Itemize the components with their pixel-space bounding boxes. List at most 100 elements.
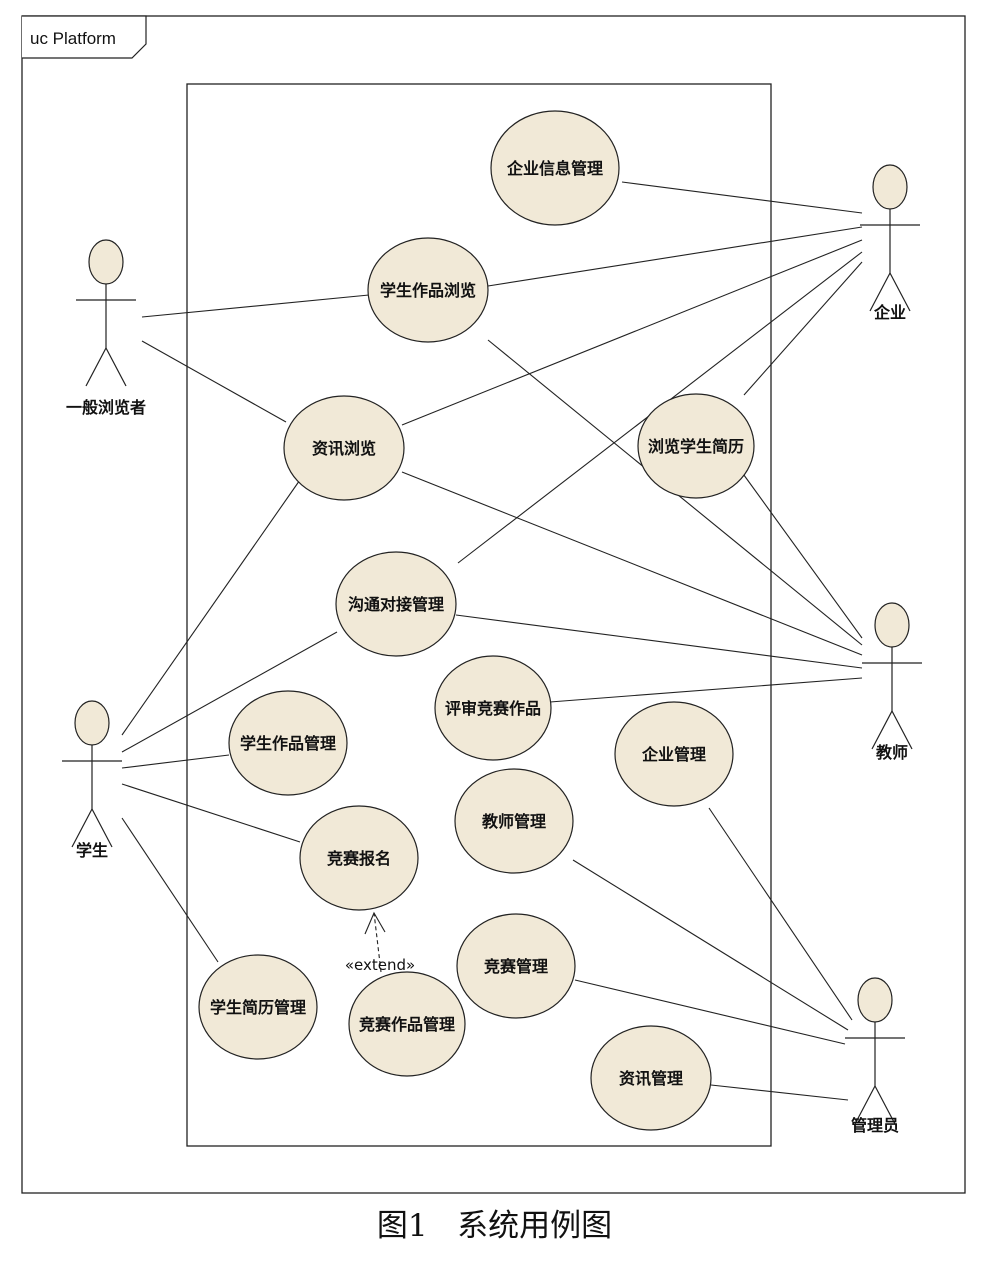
association-enterprise-uc3 [401, 239, 863, 426]
use-case-ellipse [335, 551, 457, 657]
association-admin-uc9 [572, 859, 849, 1031]
use-case-uc2[interactable]: 学生作品浏览 [367, 237, 489, 343]
actor-right-leg [874, 1085, 896, 1125]
use-case-label: 竞赛作品管理 [359, 1015, 455, 1034]
use-case-label: 学生作品管理 [240, 734, 336, 753]
use-case-label: 评审竞赛作品 [445, 699, 541, 718]
actor-teacher[interactable]: 教师 [862, 602, 922, 762]
association-student-uc10 [121, 783, 301, 843]
frame-title-tab [22, 15, 147, 59]
use-case-label: 教师管理 [482, 812, 546, 831]
association-admin-uc14 [710, 1084, 849, 1101]
extend-arrowhead [364, 911, 386, 935]
actor-right-leg [105, 347, 127, 387]
actor-right-leg [889, 272, 911, 312]
use-case-uc4[interactable]: 浏览学生简历 [637, 393, 755, 499]
use-case-label: 资讯浏览 [312, 439, 376, 458]
use-case-uc7[interactable]: 学生作品管理 [228, 690, 348, 796]
figure-title: 系统用例图 [457, 1208, 613, 1244]
use-case-label: 竞赛报名 [327, 849, 391, 868]
actor-label: 管理员 [851, 1116, 899, 1135]
use-case-label: 企业信息管理 [506, 159, 603, 178]
use-case-ellipse [283, 395, 405, 501]
extend-stereotype: «extend» [345, 956, 415, 974]
use-case-label: 学生简历管理 [210, 998, 306, 1017]
use-case-ellipse [454, 768, 574, 874]
association-enterprise-uc1 [621, 181, 863, 214]
association-enterprise-uc2 [487, 226, 863, 287]
actor-right-leg [891, 710, 913, 750]
extend-dependency-line [373, 912, 382, 973]
association-teacher-uc6 [549, 677, 863, 703]
use-case-uc11[interactable]: 竞赛管理 [456, 913, 576, 1019]
actor-left-leg [871, 710, 893, 750]
association-student-uc3 [121, 476, 303, 736]
use-case-label: 沟通对接管理 [348, 595, 444, 614]
extend-layer: «extend» [345, 911, 415, 974]
association-layer [121, 181, 863, 1101]
use-case-uc5[interactable]: 沟通对接管理 [335, 551, 457, 657]
association-student-uc7 [121, 754, 230, 769]
association-teacher-uc4 [740, 470, 863, 639]
actor-left-leg [71, 808, 93, 848]
association-student-uc12 [121, 817, 219, 963]
use-case-uc9[interactable]: 教师管理 [454, 768, 574, 874]
use-case-ellipse [348, 971, 466, 1077]
actor-left-leg [869, 272, 891, 312]
association-admin-uc8 [708, 807, 853, 1021]
use-case-uc13[interactable]: 竞赛作品管理 [348, 971, 466, 1077]
actor-browser[interactable]: 一般浏览者 [66, 239, 146, 417]
use-case-label: 资讯管理 [619, 1069, 683, 1088]
diagram-frame [21, 15, 966, 1194]
use-case-ellipse [614, 701, 734, 807]
actor-right-leg [91, 808, 113, 848]
actor-head [88, 239, 124, 285]
use-case-uc14[interactable]: 资讯管理 [590, 1025, 712, 1131]
actor-head [857, 977, 893, 1023]
figure-number: 图1 [376, 1208, 428, 1244]
use-case-label: 学生作品浏览 [380, 281, 476, 300]
use-case-uc10[interactable]: 竞赛报名 [299, 805, 419, 911]
use-case-uc6[interactable]: 评审竞赛作品 [434, 655, 552, 761]
use-case-uc1[interactable]: 企业信息管理 [490, 110, 620, 226]
use-case-ellipse [434, 655, 552, 761]
actor-label: 一般浏览者 [66, 398, 146, 417]
use-case-uc3[interactable]: 资讯浏览 [283, 395, 405, 501]
association-browser-uc2 [141, 294, 370, 318]
actor-label: 企业 [873, 303, 906, 322]
use-case-ellipse [299, 805, 419, 911]
use-case-ellipse [456, 913, 576, 1019]
association-enterprise-uc4 [743, 261, 863, 396]
actor-head [874, 602, 910, 648]
system-boundary [186, 83, 772, 1147]
figure-caption: 图1 系统用例图 [0, 1200, 989, 1245]
association-browser-uc3 [141, 340, 287, 423]
use-case-ellipse [367, 237, 489, 343]
actor-admin[interactable]: 管理员 [845, 977, 905, 1135]
use-case-ellipse [590, 1025, 712, 1131]
actor-label: 教师 [876, 743, 908, 762]
association-student-uc5 [121, 631, 338, 753]
actor-label: 学生 [76, 841, 108, 860]
actor-student[interactable]: 学生 [62, 700, 122, 860]
association-admin-uc11 [574, 979, 846, 1045]
actor-left-leg [854, 1085, 876, 1125]
use-case-ellipse [198, 954, 318, 1060]
use-case-ellipse [637, 393, 755, 499]
actor-left-leg [85, 347, 107, 387]
use-case-uc8[interactable]: 企业管理 [614, 701, 734, 807]
actor-head [74, 700, 110, 746]
use-case-uc12[interactable]: 学生简历管理 [198, 954, 318, 1060]
actor-enterprise[interactable]: 企业 [860, 164, 920, 322]
association-teacher-uc3 [401, 471, 863, 656]
use-case-label: 企业管理 [641, 745, 706, 764]
frame-title: uc Platform [30, 29, 116, 48]
use-case-label: 竞赛管理 [484, 957, 548, 976]
use-case-ellipse [228, 690, 348, 796]
association-teacher-uc5 [455, 614, 863, 669]
use-case-label: 浏览学生简历 [648, 437, 744, 456]
